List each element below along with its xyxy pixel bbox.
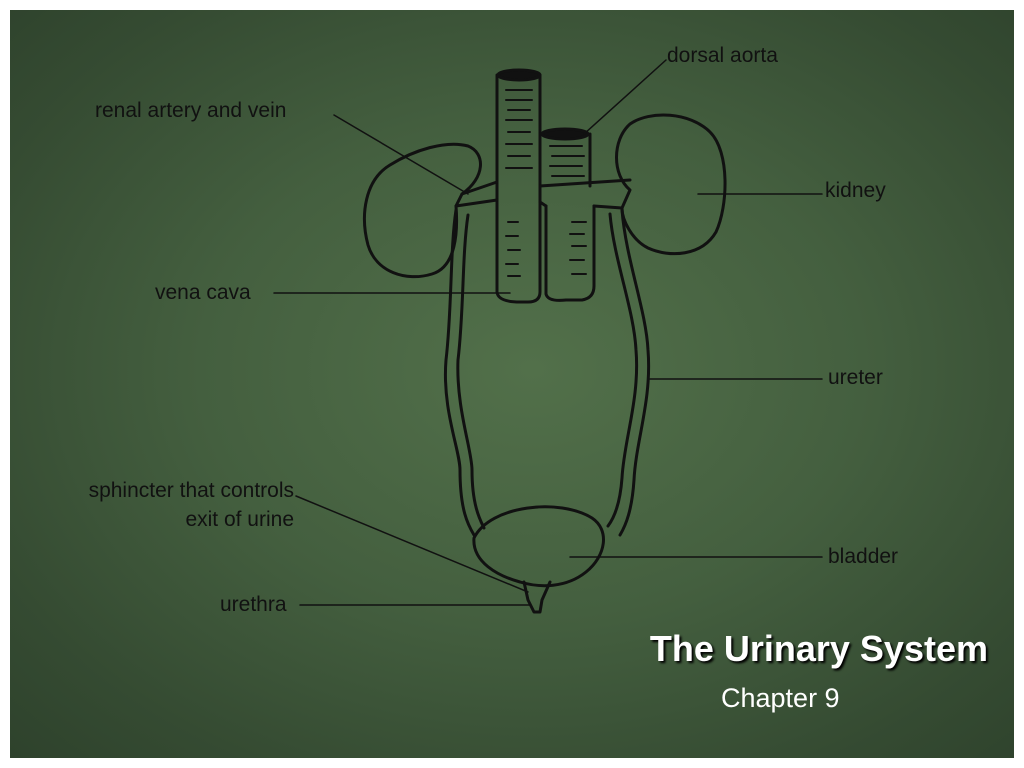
right-kidney — [615, 113, 727, 256]
vena-cava — [538, 132, 596, 302]
dorsal-aorta — [495, 73, 542, 304]
vena-cava-texture — [549, 145, 587, 275]
leader-renal — [333, 114, 469, 195]
renal-vessels-right — [538, 178, 632, 210]
urethra — [522, 580, 552, 614]
label-urethra: urethra — [220, 593, 287, 616]
aorta-texture — [505, 89, 533, 277]
label-ureter: ureter — [828, 366, 883, 389]
label-dorsal-aorta: dorsal aorta — [667, 44, 778, 67]
leader-dorsal-aorta — [583, 59, 667, 135]
label-kidney: kidney — [825, 179, 886, 202]
label-sphincter-line2: exit of urine — [185, 508, 294, 531]
aorta-top — [496, 68, 542, 82]
right-ureter-inner — [606, 212, 639, 528]
label-bladder: bladder — [828, 545, 899, 568]
left-ureter-inner — [456, 213, 486, 530]
renal-vessels-left — [454, 180, 499, 208]
slide: dorsal aorta renal artery and vein kidne… — [10, 10, 1014, 758]
label-renal-artery-and-vein: renal artery and vein — [95, 99, 287, 122]
slide-title: The Urinary System — [649, 628, 988, 669]
urinary-system-diagram — [273, 59, 823, 614]
label-sphincter: sphincter that controls exit of urine — [44, 476, 294, 534]
label-vena-cava: vena cava — [155, 281, 251, 304]
bladder — [472, 505, 605, 588]
label-sphincter-line1: sphincter that controls — [88, 479, 294, 502]
leader-sphincter — [295, 495, 529, 593]
left-kidney — [362, 142, 482, 279]
left-ureter — [443, 208, 476, 537]
right-ureter — [618, 208, 651, 537]
vena-cava-top — [540, 127, 590, 141]
slide-subtitle: Chapter 9 — [721, 683, 840, 713]
